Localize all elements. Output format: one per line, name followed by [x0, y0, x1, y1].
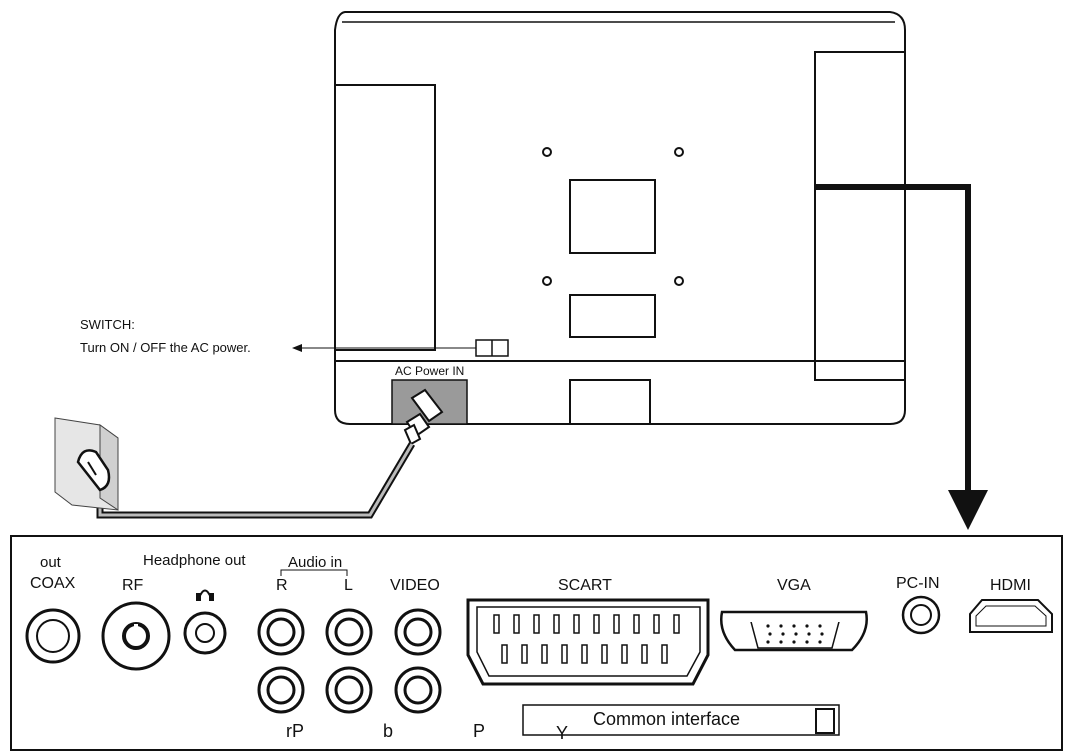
vga-pin — [768, 632, 772, 636]
vga-pin — [792, 624, 796, 628]
power-cable — [96, 442, 416, 519]
audio-in-bracket — [280, 569, 348, 576]
vga-port[interactable] — [720, 610, 868, 652]
rf-label: RF — [122, 577, 144, 594]
scart-port[interactable] — [466, 598, 710, 686]
scart-pin — [673, 614, 680, 634]
scart-pin — [573, 614, 580, 634]
vesa-screw-holes — [542, 147, 684, 286]
wall-outlet-icon — [54, 417, 119, 511]
scart-pins — [493, 614, 680, 664]
scart-pin — [633, 614, 640, 634]
audio-l-jack[interactable] — [325, 608, 373, 656]
coax-out-label: out — [40, 554, 61, 571]
scart-pin — [641, 644, 648, 664]
scart-pin — [593, 614, 600, 634]
vga-pin — [766, 640, 770, 644]
component-y-label: Y — [556, 723, 569, 743]
scart-pin — [613, 614, 620, 634]
scart-pin — [601, 644, 608, 664]
bottom-plate — [569, 379, 651, 425]
scart-pin — [653, 614, 660, 634]
vga-pin — [818, 624, 822, 628]
left-vent-panel — [334, 84, 436, 351]
scart-pin — [621, 644, 628, 664]
common-interface-label: Common interface — [593, 709, 741, 729]
component-pr-jack[interactable] — [257, 666, 305, 714]
vga-pin — [820, 632, 824, 636]
headphone-out-label: Headphone out — [143, 552, 246, 569]
vga-pin — [779, 624, 783, 628]
right-upper-panel — [814, 51, 906, 188]
coax-out-jack[interactable] — [25, 608, 81, 664]
audio-r-label: R — [276, 577, 288, 594]
scart-pin — [661, 644, 668, 664]
scart-pin — [521, 644, 528, 664]
vga-pin — [805, 640, 809, 644]
vga-pin — [781, 632, 785, 636]
scart-label: SCART — [558, 577, 612, 594]
common-interface-slot[interactable] — [522, 704, 840, 736]
pc-in-label: PC-IN — [896, 575, 940, 592]
switch-description: Turn ON / OFF the AC power. — [80, 340, 251, 355]
component-pb-label: b — [383, 721, 394, 741]
vga-pin — [779, 640, 783, 644]
vga-pin — [807, 632, 811, 636]
vesa-center-plate — [569, 179, 656, 254]
scart-pin — [533, 614, 540, 634]
lower-plate — [569, 294, 656, 338]
vga-pin — [818, 640, 822, 644]
coax-label: COAX — [30, 575, 76, 592]
vga-pin — [792, 640, 796, 644]
scart-pin — [561, 644, 568, 664]
right-lower-panel — [814, 186, 906, 381]
switch-pointer-arrow — [292, 344, 476, 352]
component-p-label: P — [473, 721, 486, 741]
scart-pin — [541, 644, 548, 664]
audio-l-label: L — [344, 577, 353, 594]
arrow-down-icon — [815, 184, 988, 530]
hdmi-port[interactable] — [969, 599, 1053, 633]
rf-jack[interactable] — [101, 601, 171, 671]
vga-pins — [766, 624, 824, 644]
video-jack[interactable] — [394, 608, 442, 656]
vga-pin — [805, 624, 809, 628]
scart-pin — [581, 644, 588, 664]
component-pr-label: rP — [286, 721, 304, 741]
component-pb-jack[interactable] — [325, 666, 373, 714]
switch-title: SWITCH: — [80, 317, 135, 332]
headphone-icon — [196, 589, 214, 601]
hdmi-label: HDMI — [990, 577, 1031, 594]
common-interface-eject[interactable] — [815, 708, 835, 734]
scart-pin — [493, 614, 500, 634]
vga-pin — [766, 624, 770, 628]
audio-r-jack[interactable] — [257, 608, 305, 656]
scart-pin — [501, 644, 508, 664]
power-switch[interactable] — [475, 339, 509, 357]
pc-in-jack[interactable] — [901, 595, 941, 635]
component-y-jack[interactable] — [394, 666, 442, 714]
audio-in-label: Audio in — [288, 554, 343, 571]
power-plug-icon — [403, 388, 444, 446]
video-label: VIDEO — [390, 577, 440, 594]
vga-label: VGA — [777, 577, 811, 594]
vga-pin — [794, 632, 798, 636]
scart-pin — [553, 614, 560, 634]
scart-pin — [513, 614, 520, 634]
ac-power-label: AC Power IN — [395, 364, 465, 378]
headphone-out-jack[interactable] — [183, 611, 227, 655]
tv-back-housing — [334, 11, 906, 425]
